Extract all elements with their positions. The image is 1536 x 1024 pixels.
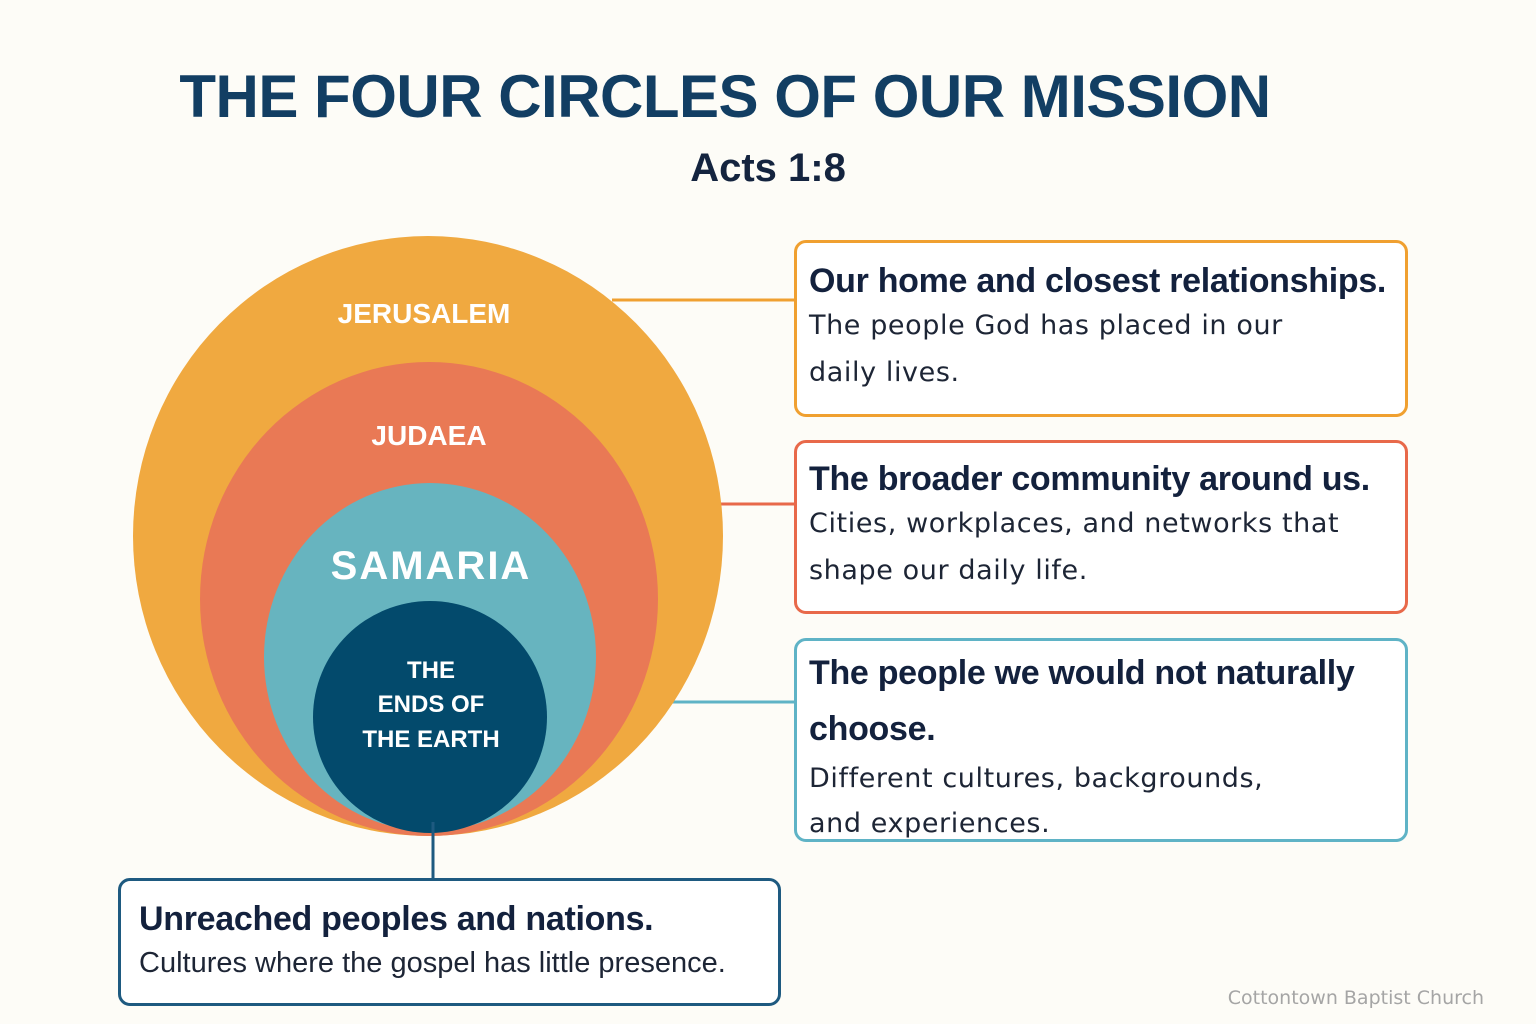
callout-text-line: shape our daily life.	[809, 555, 1088, 587]
page-title: THE FOUR CIRCLES OF OUR MISSION	[179, 63, 1271, 130]
callout-jerusalem: Our home and closest relationships. The …	[794, 240, 1408, 417]
callout-text-line: Cultures where the gospel has little pre…	[139, 946, 726, 979]
callout-heading: The people we would not naturally	[809, 654, 1355, 692]
callout-text-line: daily lives.	[809, 357, 960, 389]
label-ends-line-1: THE	[407, 657, 455, 684]
footer-credit: Cottontown Baptist Church	[1227, 987, 1484, 1009]
label-samaria: SAMARIA	[331, 544, 532, 588]
label-jerusalem: JERUSALEM	[338, 298, 511, 329]
circle-ends-of-earth	[313, 601, 547, 833]
callout-judaea: The broader community around us. Cities,…	[794, 440, 1408, 614]
callout-text-line: Different cultures, backgrounds,	[809, 763, 1264, 795]
callout-ends-of-earth: Unreached peoples and nations. Cultures …	[118, 878, 781, 1006]
callout-heading: choose.	[809, 710, 936, 749]
callout-heading: Our home and closest relationships.	[809, 262, 1387, 300]
callout-samaria: The people we would not naturally choose…	[794, 638, 1408, 842]
scripture-reference: Acts 1:8	[690, 146, 846, 190]
callout-heading: The broader community around us.	[809, 460, 1370, 498]
label-ends-line-2: ENDS OF	[378, 691, 485, 718]
label-judaea: JUDAEA	[371, 420, 486, 451]
callout-text-line: The people God has placed in our	[809, 309, 1283, 341]
callout-heading: Unreached peoples and nations.	[139, 900, 654, 938]
callout-text-line: Cities, workplaces, and networks that	[809, 507, 1340, 539]
label-ends-line-3: THE EARTH	[362, 726, 499, 753]
callout-text-line: and experiences.	[809, 807, 1051, 839]
